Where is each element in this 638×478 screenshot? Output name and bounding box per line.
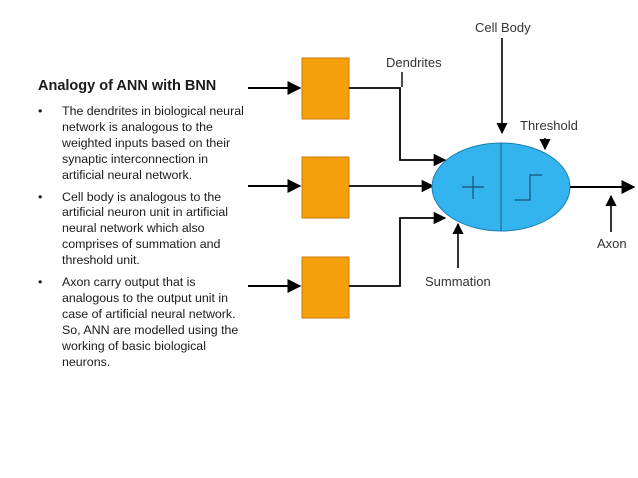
label-axon: Axon [597,236,627,251]
bullet-item: • Axon carry output that is analogous to… [38,275,248,370]
bullet-text: The dendrites in biological neural netwo… [62,104,244,182]
label-summation: Summation [425,274,491,289]
connection-line-3 [349,211,447,287]
bullet-dot: • [38,275,43,290]
weight-box-1 [301,57,350,120]
label-threshold: Threshold [520,118,578,133]
bullet-dot: • [38,104,43,118]
label-dendrites: Dendrites [386,55,442,70]
connection-line-1 [349,87,447,167]
bullet-dot: • [38,189,43,204]
bullet-text: Axon carry output that is analogous to t… [62,275,239,369]
plus-icon [462,176,484,199]
label-cell-body: Cell Body [475,20,531,35]
slide-title: Analogy of ANN with BNN [38,78,217,94]
weight-box-3 [301,256,350,319]
bullet-item: • Cell body is analogous to the artifici… [38,190,248,270]
bullet-text: Cell body is analogous to the artificial… [62,189,228,268]
bullet-list: • The dendrites in biological neural net… [38,104,248,377]
bullet-item: • The dendrites in biological neural net… [38,104,248,184]
weight-box-2 [301,156,350,219]
step-function-icon [515,174,542,201]
